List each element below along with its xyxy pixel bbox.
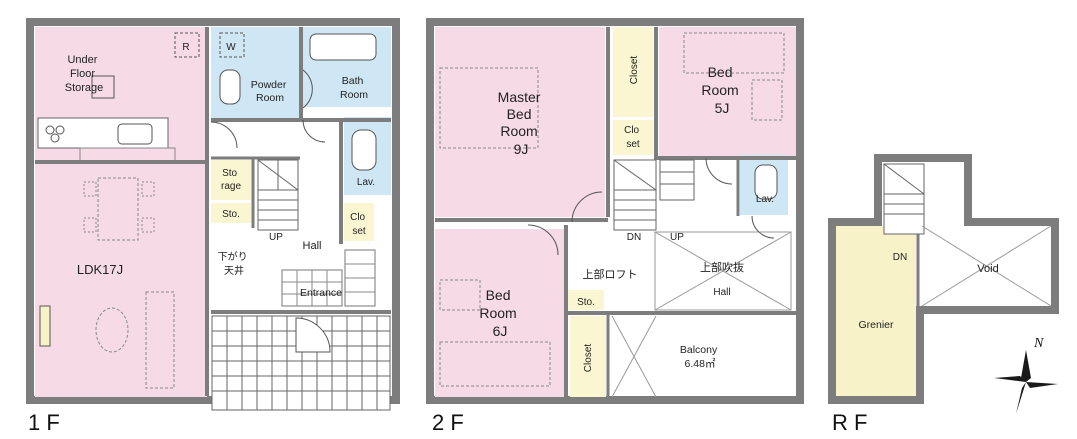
tv-board xyxy=(39,305,51,347)
bed-icon xyxy=(683,32,785,74)
bathtub-icon xyxy=(309,33,377,61)
joubu-fukinuke-label: 上部吹抜 xyxy=(700,260,744,274)
floor-2f: Master Bed Room 9J Closet Bed Room 5J Cl… xyxy=(426,18,804,435)
door-swing xyxy=(705,157,733,185)
closet-2f-area-2 xyxy=(570,316,606,397)
entrance-label: Entrance xyxy=(300,287,342,299)
door-swing xyxy=(751,215,775,239)
compass-south-needle xyxy=(1016,382,1026,414)
desk-icon xyxy=(439,279,481,311)
compass-west-needle xyxy=(994,376,1026,382)
stairs-rf xyxy=(883,163,925,235)
chair-icon xyxy=(141,217,155,233)
void-label: Void xyxy=(977,263,998,275)
toilet-icon xyxy=(351,129,377,171)
closet-2f-area xyxy=(613,27,653,117)
sto-area xyxy=(211,203,251,223)
bed-room-5j-label: Bed Room 5J xyxy=(701,64,742,116)
master-bed-room-area xyxy=(435,27,605,217)
bed-room-6j-area xyxy=(435,229,565,397)
grenier-label: Grenier xyxy=(858,319,894,331)
storage-area xyxy=(211,160,251,200)
floor-2f-label: 2 F xyxy=(432,410,464,435)
sto-2f-area xyxy=(568,290,604,310)
stairs-2f xyxy=(613,159,695,231)
dining-table xyxy=(97,177,139,241)
up-label-2f: UP xyxy=(670,232,684,243)
lav-label-2f: Lav. xyxy=(756,194,774,205)
compass-north-needle xyxy=(1021,350,1031,382)
floor-rf-label: R F xyxy=(832,410,867,435)
sink-icon xyxy=(117,123,153,145)
bath-room-label: Bath Room xyxy=(340,75,368,101)
porch-grid xyxy=(211,315,391,411)
sofa xyxy=(145,291,175,389)
up-label-1f: UP xyxy=(269,232,283,243)
dn-label-rf: DN xyxy=(893,252,907,263)
lav-label-1f: Lav. xyxy=(357,177,375,188)
stairs-1f xyxy=(257,159,299,231)
stove-burner-icon xyxy=(55,125,65,135)
w-mark-box xyxy=(219,32,245,58)
ldk-area xyxy=(35,162,207,397)
balcony-label: Balcony 6.48㎡ xyxy=(680,344,720,370)
closet-label-2f-2: Closet xyxy=(583,344,594,373)
closet-label-1f: Clo set xyxy=(350,212,368,237)
void-cross-line xyxy=(654,231,792,311)
grenier-area xyxy=(836,226,916,396)
compass-north-label: N xyxy=(1033,336,1044,351)
void-cross-line xyxy=(921,225,1052,307)
desk-icon xyxy=(751,79,783,121)
sto-label: Sto. xyxy=(222,209,240,220)
compass-east-needle xyxy=(1026,382,1058,388)
chair-icon xyxy=(83,217,97,233)
chair-icon xyxy=(141,181,155,197)
kitchen-island xyxy=(79,147,176,163)
entrance-door-swing xyxy=(295,317,331,353)
w-mark-label: W xyxy=(226,42,236,53)
under-floor-storage-label: Under Floor Storage xyxy=(65,54,104,94)
door-swing xyxy=(302,119,326,143)
sagari-tenjo-label: 下がり 天井 xyxy=(218,250,251,277)
bed-room-5j-area xyxy=(659,27,796,157)
closet-area xyxy=(344,203,374,241)
toilet-icon xyxy=(754,164,778,200)
hall-label-1f: Hall xyxy=(303,240,322,252)
floor-1f-label: 1 F xyxy=(28,410,60,435)
bed-icon xyxy=(439,67,539,149)
closet-label-2f: Closet xyxy=(629,56,640,85)
toilet-icon xyxy=(219,69,241,105)
bed-room-6j-label: Bed Room 6J xyxy=(479,287,520,339)
stove-burner-icon xyxy=(50,133,60,143)
door-swing xyxy=(302,69,313,109)
coffee-table xyxy=(95,307,129,353)
stove-burner-icon xyxy=(45,125,55,135)
closet-small-area xyxy=(613,120,653,155)
chair-icon xyxy=(83,181,97,197)
hall-label-2f: Hall xyxy=(713,287,730,298)
underfloor-hatch xyxy=(91,75,115,99)
powder-room-label: Powder Room xyxy=(251,79,290,104)
balcony-cross-line xyxy=(611,315,657,398)
bed-icon xyxy=(439,341,551,387)
door-swing xyxy=(527,224,559,256)
r-mark-box xyxy=(174,32,200,58)
door-swing xyxy=(571,191,603,223)
joubu-loft-label: 上部ロフト xyxy=(583,267,638,281)
dn-label-2f: DN xyxy=(627,232,641,243)
closet-small-label: Clo set xyxy=(624,125,642,150)
floor-1f: Under Floor Storage R W Powder Room Bath… xyxy=(26,18,400,435)
floor-rf: DN Void Grenier R F xyxy=(828,154,1059,435)
sto-label-2f: Sto. xyxy=(577,297,595,308)
door-swing xyxy=(210,121,238,149)
entrance-tiles xyxy=(281,249,376,307)
storage-label: Sto rage xyxy=(221,168,241,192)
master-bed-room-label: Master Bed Room 9J xyxy=(498,89,545,157)
compass: N xyxy=(994,336,1058,414)
ldk-label: LDK17J xyxy=(77,262,123,277)
r-mark-label: R xyxy=(182,42,189,53)
